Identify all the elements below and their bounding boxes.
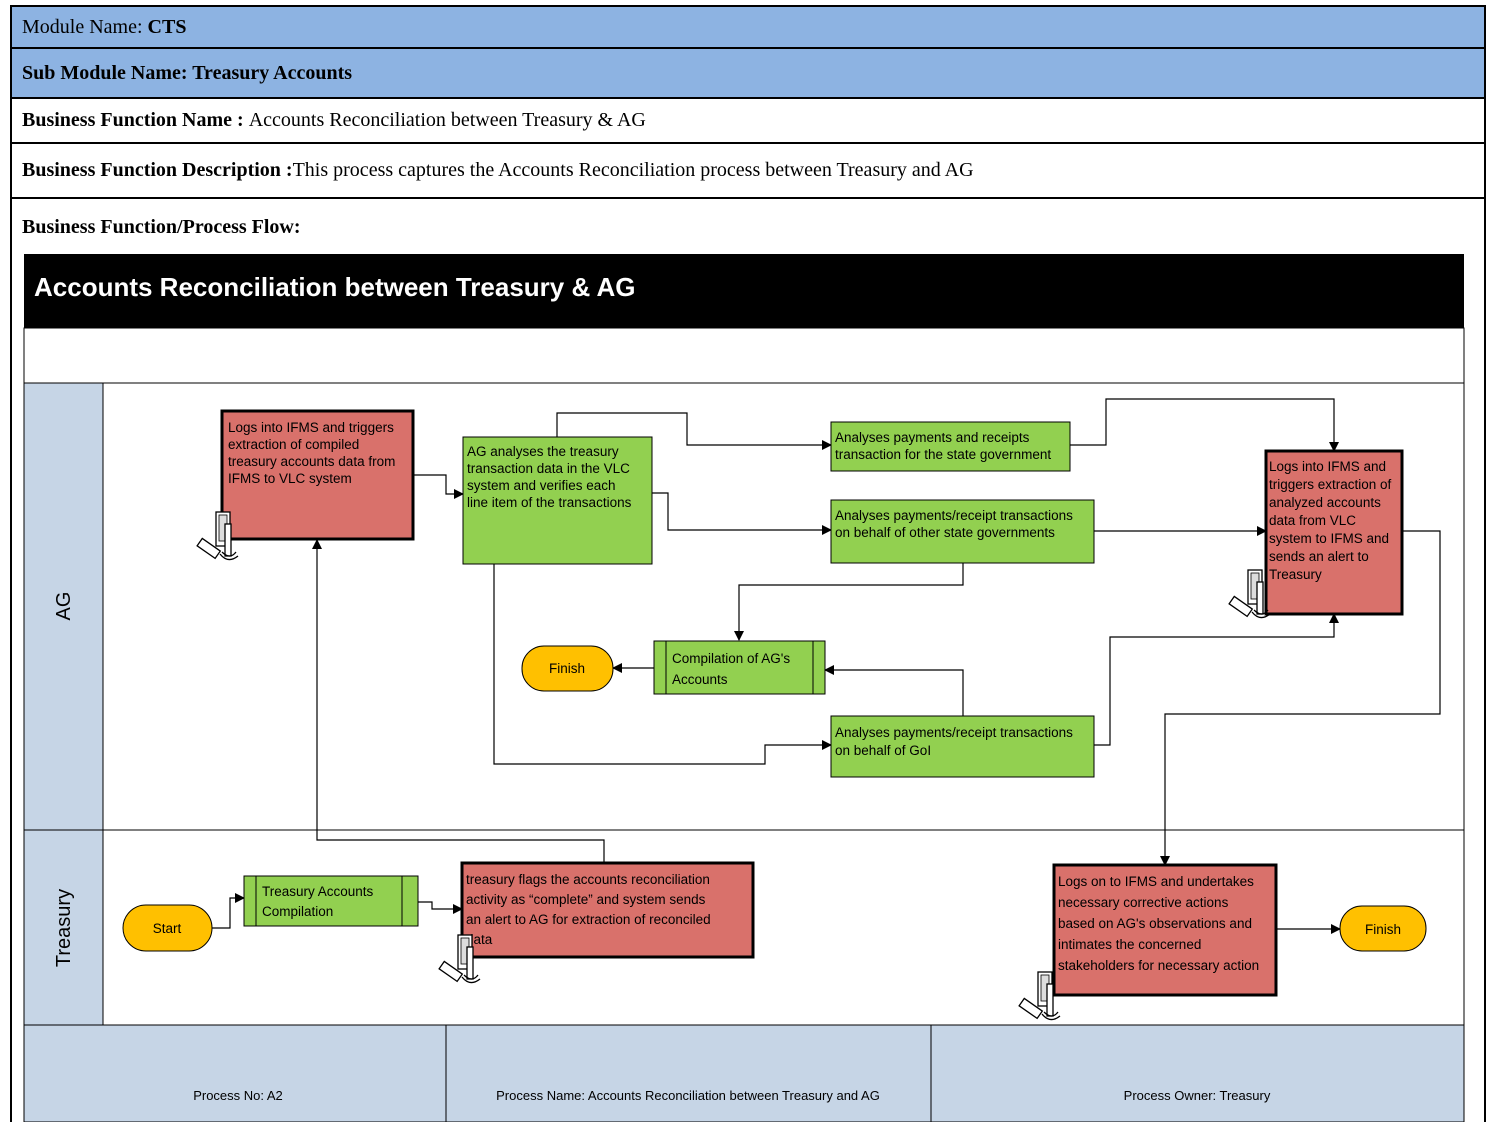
process-owner: Process Owner: Treasury (1124, 1088, 1271, 1103)
node-ag-logs-ifms-extract (220, 409, 415, 541)
edge-start-comp (212, 893, 245, 929)
lane-ag-header (23, 382, 104, 831)
process-flow-label: Business Function/Process Flow: (22, 216, 301, 238)
module-label: Module Name: (22, 15, 143, 38)
process-name: Process Name: Accounts Reconciliation be… (496, 1088, 880, 1103)
node-treasury-flags-complete (460, 861, 755, 959)
edge-logs1-analyse (413, 474, 464, 499)
edge-comp-flags (418, 901, 463, 914)
diagram-blank-band (23, 327, 1465, 384)
node-ag-logs-ifms-alert (1264, 449, 1404, 616)
node-analyses-other-states (830, 499, 1095, 564)
diagram-title: Accounts Reconciliation between Treasury… (34, 272, 636, 302)
submodule-row: Sub Module Name: Treasury Accounts (10, 47, 1486, 97)
footer-process-name-cell (445, 1024, 932, 1122)
node-treasury-flags-text: treasury flags the accounts reconciliati… (466, 872, 714, 947)
lane-treasury-header (23, 829, 104, 1026)
process-no: Process No: A2 (193, 1088, 283, 1103)
node-finish-ag (521, 645, 614, 692)
node-finish-ag-text: Finish (549, 661, 585, 676)
edge-other-compilation (734, 563, 964, 641)
edge-analyse-goi (493, 564, 832, 765)
node-start (122, 904, 213, 952)
footer-process-owner-cell (930, 1024, 1465, 1122)
module-name-row: Module Name: CTS (10, 5, 1486, 47)
bf-desc-label: Business Function Description : (22, 159, 293, 181)
node-analyses-state-government (830, 421, 1071, 472)
node-treasury-comp-text: Treasury Accounts Compilation (262, 884, 377, 919)
bf-name-label: Business Function Name : (22, 109, 244, 131)
node-ag-logs-alert-text: Logs into IFMS and triggers extraction o… (1269, 459, 1395, 582)
edge-goi-logs2 (1094, 613, 1339, 746)
node-treasury-logs-corrective (1052, 863, 1278, 997)
node-ag-analyses-text: AG analyses the treasury transaction dat… (467, 444, 634, 510)
node-start-text: Start (153, 921, 182, 936)
bf-desc-row: Business Function Description :This proc… (10, 142, 1486, 197)
bf-desc-value: This process captures the Accounts Recon… (292, 159, 974, 181)
footer-process-no-cell (23, 1024, 447, 1122)
node-ag-analyses-treasury-data (462, 436, 653, 565)
node-analyses-state-text: Analyses payments and receipts transacti… (835, 430, 1051, 462)
lane-treasury-label: Treasury (53, 889, 75, 967)
edge-logs2-treasurylogs (1160, 530, 1441, 866)
edge-flags-logs1 (312, 539, 605, 863)
node-analyses-goi (830, 715, 1095, 778)
submodule-text: Sub Module Name: Treasury Accounts (22, 61, 353, 84)
module-value: CTS (147, 15, 187, 38)
node-analyses-goi-text: Analyses payments/receipt transactions o… (835, 725, 1077, 758)
node-compilation-text: Compilation of AG's Accounts (672, 651, 794, 687)
node-finish-treasury (1339, 905, 1427, 952)
node-compilation-ag-accounts (653, 640, 826, 695)
connectors (212, 398, 1441, 934)
node-finish-treasury-text: Finish (1365, 922, 1401, 937)
diagram-title-bar (24, 254, 1464, 328)
bf-name-row: Business Function Name : Accounts Reconc… (10, 97, 1486, 142)
node-ag-logs-ifms-extract-text: Logs into IFMS and triggers extraction o… (228, 420, 399, 486)
lane-ag-label: AG (53, 592, 75, 621)
edge-goi-compilation (824, 665, 964, 716)
edge-analyse-state (556, 412, 832, 450)
bf-name-value: Accounts Reconciliation between Treasury… (248, 109, 646, 131)
node-treasury-logs-text: Logs on to IFMS and undertakes necessary… (1058, 874, 1259, 973)
edge-analyse-other (652, 492, 832, 535)
node-treasury-accounts-compilation (243, 875, 419, 927)
edge-state-logs2 (1070, 398, 1339, 452)
process-flow-row: Business Function/Process Flow: (10, 197, 1486, 1122)
node-analyses-other-text: Analyses payments/receipt transactions o… (835, 508, 1077, 540)
